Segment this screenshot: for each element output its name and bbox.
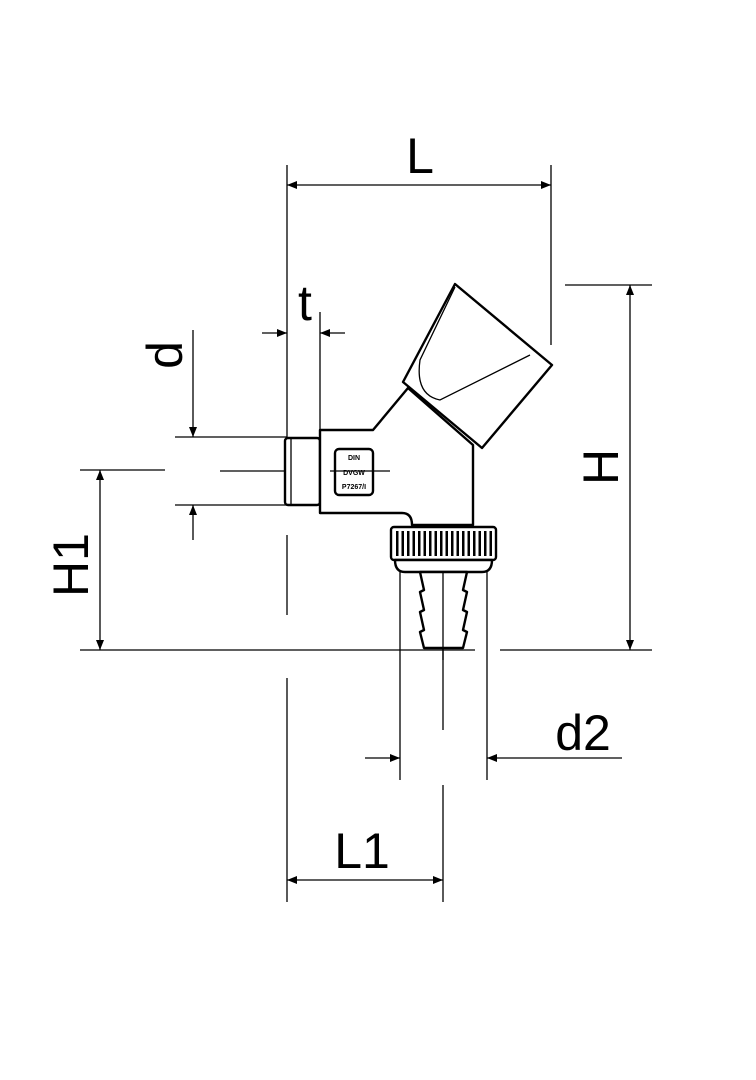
nut-rib [434, 531, 437, 556]
marking-dvgw: DVGW [343, 470, 365, 477]
label-t: t [298, 275, 312, 331]
nut-rib [407, 531, 410, 556]
extension-lines [80, 165, 652, 902]
hose-barb [418, 570, 469, 660]
nut-rib [478, 531, 481, 556]
nut-rib [401, 531, 404, 556]
label-L: L [406, 128, 434, 184]
valve-body: DIN DVGW P7267/I [283, 386, 475, 527]
nut-rib [440, 531, 443, 556]
marking-code: P7267/I [342, 484, 366, 491]
label-L1: L1 [334, 823, 390, 879]
union-nut [389, 525, 498, 574]
nut-rib [423, 531, 426, 556]
nut-rib [445, 531, 448, 556]
label-d: d [137, 341, 193, 369]
label-H: H [573, 449, 629, 485]
nut-rib [462, 531, 465, 556]
marking-plate [333, 447, 375, 497]
nut-rib [418, 531, 421, 556]
nut-rib [429, 531, 432, 556]
label-H1: H1 [43, 533, 99, 597]
nut-rib [489, 531, 492, 556]
nut-rib [451, 531, 454, 556]
marking-din: DIN [348, 455, 360, 462]
label-d2: d2 [555, 705, 611, 761]
nut-rib [467, 531, 470, 556]
handle [401, 282, 554, 450]
dimension-lines [96, 181, 634, 884]
nut-rib [473, 531, 476, 556]
nut-rib [484, 531, 487, 556]
nut-rib [412, 531, 415, 556]
nut-rib [396, 531, 399, 556]
nut-rib [456, 531, 459, 556]
